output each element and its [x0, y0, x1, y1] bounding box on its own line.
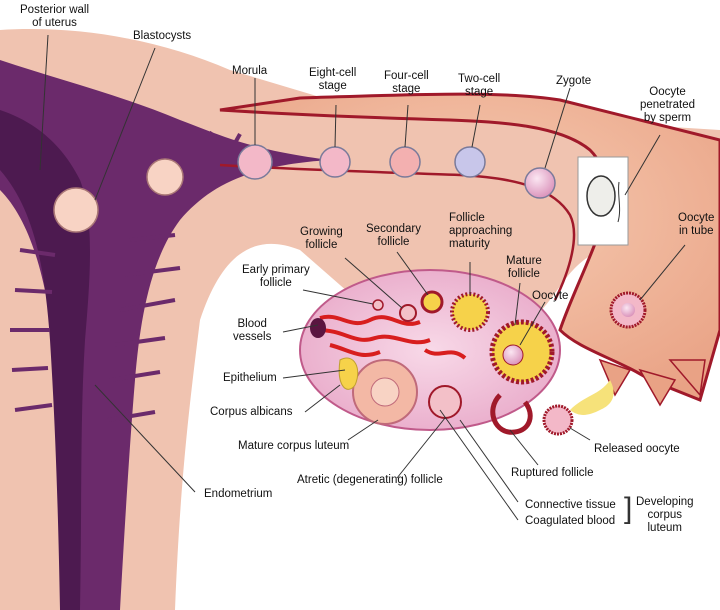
sperm-icon: [617, 181, 621, 223]
label-blood-vessels: Blood vessels: [233, 318, 272, 343]
label-released-oocyte: Released oocyte: [594, 443, 680, 455]
released-oocyte-icon: [542, 404, 574, 436]
label-oocyte-penetrated: Oocyte penetrated by sperm: [640, 86, 695, 124]
label-atretic-follicle: Atretic (degenerating) follicle: [297, 474, 443, 486]
label-ruptured-follicle: Ruptured follicle: [511, 467, 594, 479]
label-follicle-approaching: Follicle approaching maturity: [449, 212, 513, 250]
blastocyst-large-icon: [53, 187, 99, 233]
label-two-cell: Two-cell stage: [458, 73, 501, 98]
oocyte-in-tube-nucleus: [621, 303, 635, 317]
leader-lines: [39, 34, 686, 521]
label-text: Posterior wall of uterus: [20, 4, 90, 29]
four-cell-icon: [389, 146, 421, 178]
label-zygote: Zygote: [556, 75, 592, 87]
corpus-albicans-icon: [338, 357, 359, 390]
bracket-icon: ]: [624, 492, 633, 525]
label-endometrium: Endometrium: [204, 488, 273, 500]
corpus-luteum-core: [370, 377, 400, 407]
zygote-icon: [524, 167, 556, 199]
label-oocyte: Oocyte: [532, 290, 569, 302]
label-secondary-follicle: Secondary follicle: [366, 223, 421, 248]
released-fluid: [570, 380, 614, 415]
label-connective-tissue: Connective tissue: [525, 499, 616, 511]
label-mature-corpus-luteum: Mature corpus luteum: [238, 440, 350, 452]
label-eight-cell: Eight-cell stage: [309, 67, 357, 92]
fallopian-tube: [219, 92, 720, 403]
morula-icon: [237, 144, 273, 180]
vessel-stump: [310, 318, 326, 338]
penetrated-oocyte-icon: [586, 175, 616, 217]
endometrium-glands: [10, 130, 242, 422]
label-oocyte-in-tube: Oocyte in tube: [678, 212, 715, 237]
label-corpus-albicans: Corpus albicans: [210, 406, 293, 418]
label-blastocysts: Blastocysts: [133, 30, 192, 42]
blood-vessels: [317, 314, 467, 360]
label-posterior-wall: Posterior wall of uterus: [20, 4, 89, 30]
fimbriae: [598, 358, 706, 407]
label-mature-follicle: Mature follicle: [506, 255, 542, 280]
label-four-cell: Four-cell stage: [384, 70, 429, 95]
secondary-follicle-icon: [420, 290, 444, 314]
label-developing-corpus-luteum: Developing corpus luteum: [636, 496, 694, 534]
growing-follicle-icon: [399, 304, 417, 322]
early-primary-icon: [372, 299, 384, 311]
atretic-follicle-icon: [428, 385, 462, 419]
tube-inner-lumen: [219, 163, 576, 301]
label-coagulated-blood: Coagulated blood: [525, 515, 616, 527]
eight-cell-icon: [319, 146, 351, 178]
blastocyst-small-icon: [146, 158, 184, 196]
mature-follicle-oocyte: [502, 344, 524, 366]
label-early-primary: Early primary follicle: [242, 264, 310, 289]
two-cell-icon: [454, 146, 486, 178]
label-epithelium: Epithelium: [223, 372, 277, 384]
ruptured-follicle-icon: [490, 393, 533, 435]
label-morula: Morula: [232, 65, 268, 77]
uterine-lining-dark: [0, 110, 90, 610]
follicle-approaching-icon: [450, 292, 490, 332]
label-growing-follicle: Growing follicle: [300, 226, 343, 251]
